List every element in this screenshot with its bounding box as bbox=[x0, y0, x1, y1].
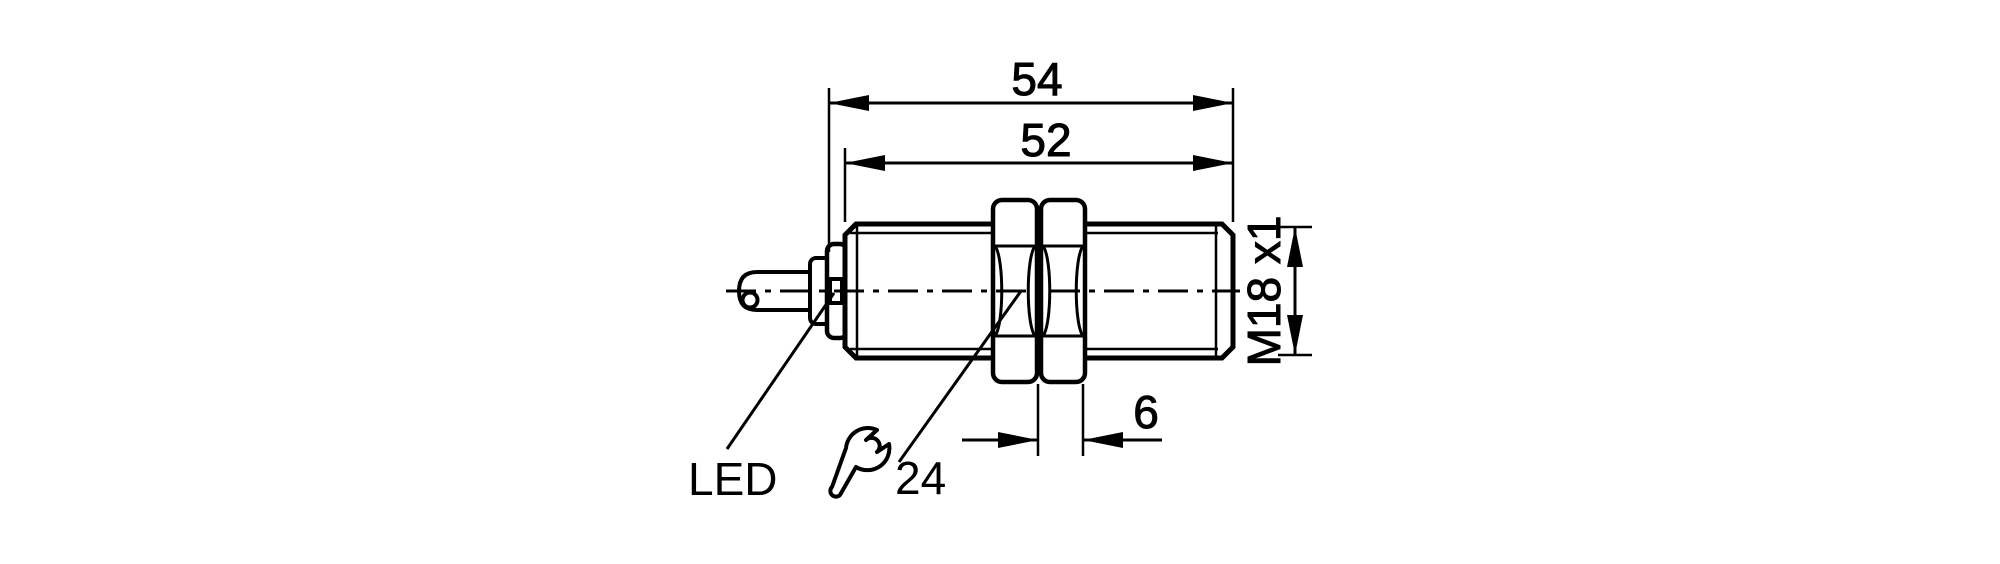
cable-end-circle bbox=[740, 290, 760, 310]
arrowhead-right bbox=[998, 432, 1038, 448]
led-label: LED bbox=[688, 453, 777, 505]
arrowhead-right bbox=[1193, 155, 1233, 171]
thread-spec-label: M18 x1 bbox=[1238, 216, 1290, 367]
arrowhead-left bbox=[829, 95, 869, 111]
arrowhead-up bbox=[1287, 227, 1303, 267]
dimension-6: 6 bbox=[962, 384, 1162, 456]
dimension-52: 52 bbox=[843, 114, 1233, 222]
wrench-leader-line bbox=[897, 290, 1023, 463]
arrowhead-left bbox=[1083, 432, 1123, 448]
nut-face-arc bbox=[1041, 245, 1052, 337]
arrowhead-right bbox=[1193, 95, 1233, 111]
wrench-callout: 24 bbox=[828, 290, 1023, 504]
dim-6-label: 6 bbox=[1133, 386, 1159, 438]
sensor-body bbox=[726, 197, 1240, 385]
dim-54-label: 54 bbox=[1011, 53, 1062, 105]
wrench-icon bbox=[828, 426, 892, 499]
led-leader-line bbox=[725, 292, 836, 450]
arrowhead-down bbox=[1287, 315, 1303, 355]
dim-52-label: 52 bbox=[1020, 114, 1071, 166]
dimension-thread: M18 x1 bbox=[1238, 215, 1312, 367]
dimension-54: 54 bbox=[827, 53, 1235, 252]
arrowhead-left bbox=[845, 155, 885, 171]
wrench-size-label: 24 bbox=[895, 452, 946, 504]
nut-face-arc bbox=[1026, 245, 1037, 337]
led-callout: LED bbox=[688, 292, 836, 505]
